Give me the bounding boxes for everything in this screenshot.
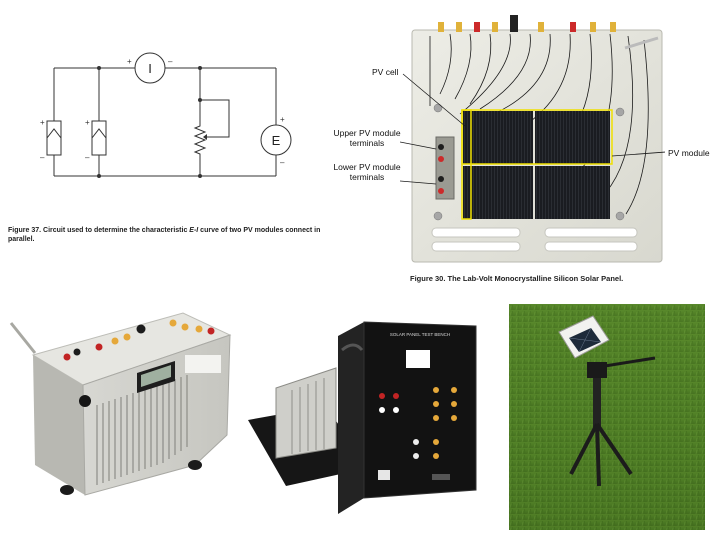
figure37-caption-suffix: curve of two PV modules connect in paral…: [8, 227, 321, 243]
tripod-field-photo: [509, 304, 705, 530]
pv-cell-upper-left: [463, 111, 533, 164]
minus-sign: –: [85, 153, 90, 162]
plus-sign: +: [127, 57, 132, 66]
bench-front-text: SOLAR PANEL TEST BENCH: [390, 332, 450, 337]
rheostat-icon: [193, 123, 207, 155]
label-pv-module: PV module: [668, 148, 710, 158]
pv-cell-lower-left: [463, 166, 533, 219]
figure37-caption: Figure 37. Circuit used to determine the…: [8, 226, 328, 244]
tripod-icon: [558, 315, 656, 487]
plus-sign: +: [280, 115, 285, 124]
minus-sign: –: [40, 153, 45, 162]
figure37-caption-italic: E-I: [189, 227, 199, 234]
label-lower-terminals: Lower PV module terminals: [333, 162, 401, 182]
label-pv-cell: PV cell: [372, 67, 399, 77]
panel-unit-photo: [9, 312, 232, 496]
minus-sign: –: [168, 57, 173, 66]
ammeter-icon: I: [134, 52, 166, 84]
ammeter-symbol: I: [148, 61, 152, 76]
pv-cell-upper-right: [535, 111, 610, 164]
source-symbol: E: [272, 133, 281, 148]
circuit-diagram: I E + – + – + – + –: [40, 52, 292, 178]
figure30-caption: Figure 30. The Lab-Volt Monocrystalline …: [410, 274, 624, 283]
figure37-caption-prefix: Figure 37. Circuit used to determine the…: [8, 227, 190, 234]
pv-cell-lower-right: [535, 166, 610, 219]
test-bench-photo: SOLAR PANEL TEST BENCH: [248, 321, 477, 514]
solar-cell-icon: [46, 120, 62, 156]
solar-cell-icon: [91, 120, 107, 156]
minus-sign: –: [280, 158, 285, 167]
solar-panel-photo: [400, 15, 665, 263]
dc-source-icon: E: [260, 124, 292, 156]
plus-sign: +: [40, 118, 45, 127]
label-upper-terminals: Upper PV module terminals: [333, 128, 401, 148]
plus-sign: +: [85, 118, 90, 127]
